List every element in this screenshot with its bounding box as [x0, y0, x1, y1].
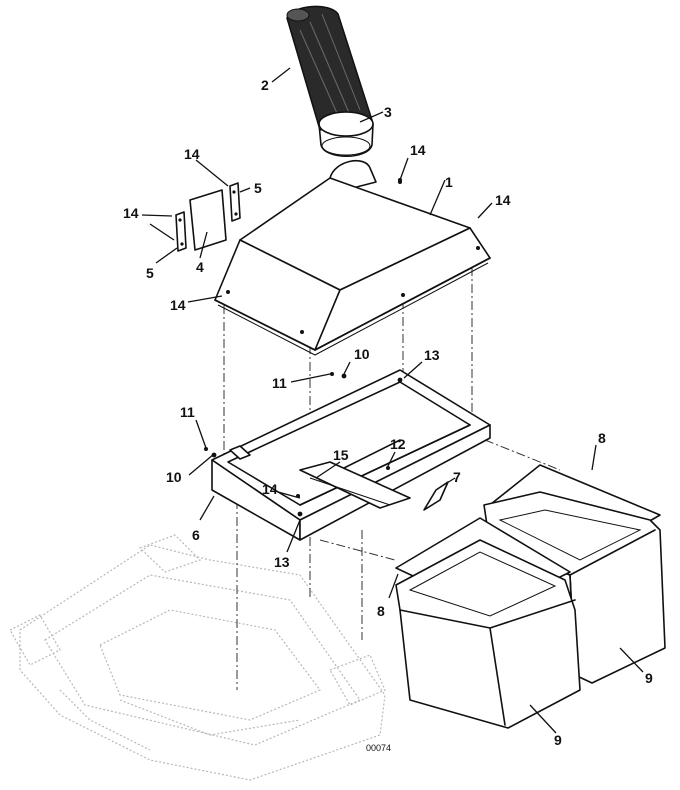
access-plate: [175, 182, 241, 252]
callout-11-upper: 11: [272, 375, 287, 391]
drawing-code: 00074: [366, 743, 391, 753]
hose-clamp: [318, 111, 374, 157]
deflector-plate: [423, 481, 449, 511]
callout-13-upper: 13: [424, 347, 440, 363]
hose: [286, 5, 373, 131]
callout-10-lower: 10: [166, 469, 182, 485]
leader-lines: [141, 67, 644, 734]
callout-14-top: 14: [410, 142, 426, 158]
callout-15: 15: [333, 447, 349, 463]
frame: [211, 369, 491, 541]
callout-14-hood-left: 14: [170, 297, 186, 313]
alignment-lines: [223, 250, 561, 690]
callout-13-lower: 13: [274, 554, 290, 570]
hardware-points: [204, 178, 402, 498]
callout-5-upper: 5: [254, 180, 262, 196]
mower-deck-ghost: [9, 534, 386, 781]
callout-6: 6: [192, 527, 200, 543]
callout-1: 1: [445, 174, 453, 190]
callout-8-right: 8: [598, 430, 606, 446]
callout-8-left: 8: [377, 603, 385, 619]
callout-4: 4: [196, 259, 204, 275]
bag-left: [395, 517, 581, 729]
callout-7: 7: [453, 469, 461, 485]
callout-14-plate-top: 14: [184, 146, 200, 162]
callout-labels: 1 2 3 4 5 5 6 7 8 8 9 9 10 10 11 11 12 1…: [123, 77, 653, 753]
callout-9-right: 9: [645, 670, 653, 686]
callout-14-right: 14: [495, 192, 511, 208]
callout-11-lower: 11: [180, 404, 195, 420]
callout-2: 2: [261, 77, 269, 93]
callout-10-upper: 10: [354, 346, 370, 362]
callout-14-plate-left: 14: [123, 205, 139, 221]
callout-14-frame: 14: [262, 481, 278, 497]
callout-5-lower: 5: [146, 265, 154, 281]
callout-12: 12: [390, 436, 406, 452]
callout-3: 3: [384, 104, 392, 120]
callout-9-left: 9: [554, 732, 562, 748]
hood: [214, 159, 491, 356]
